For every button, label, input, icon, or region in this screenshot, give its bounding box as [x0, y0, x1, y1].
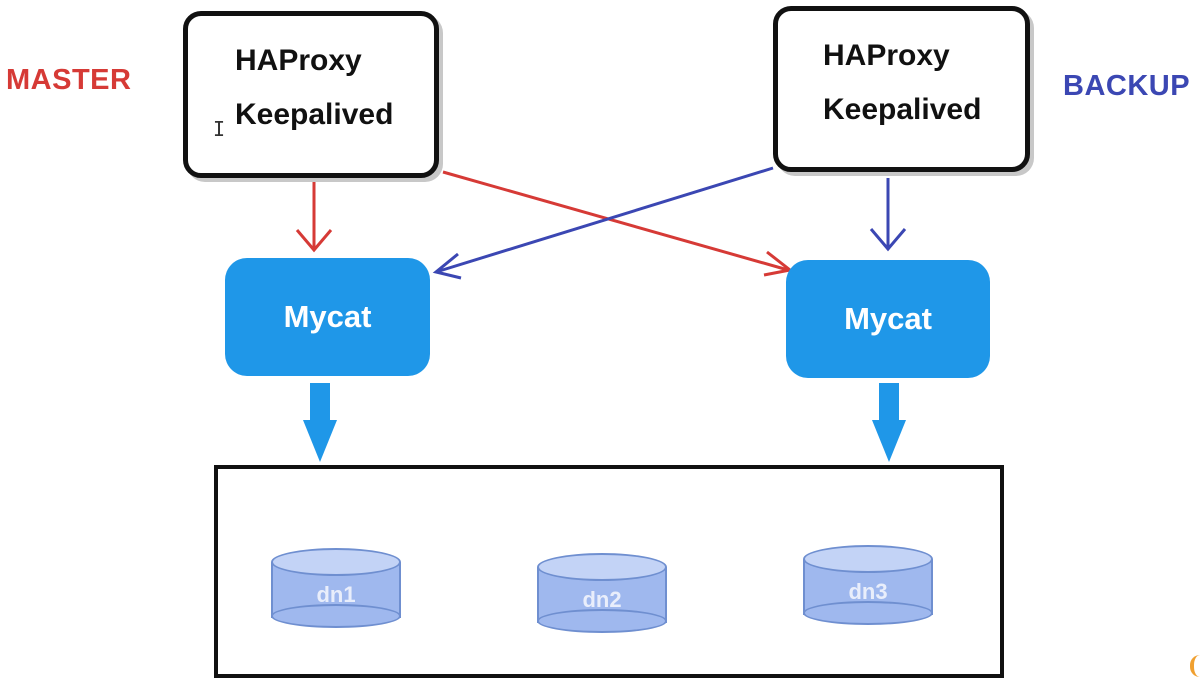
datanode-dn2-label: dn2	[582, 587, 622, 612]
right-mycat-down-arrow	[872, 383, 906, 462]
master-to-left-mycat-arrow	[295, 182, 333, 253]
master-label: MASTER	[6, 64, 132, 96]
master-haproxy-keepalived-node: HAProxy Keepalived	[183, 11, 439, 178]
right-mycat-node: Mycat	[786, 260, 990, 378]
datanode-dn3-cylinder-icon: dn3	[803, 545, 933, 625]
backup-haproxy-label: HAProxy	[823, 39, 950, 72]
partial-edge-glyph	[1190, 655, 1202, 677]
datanode-dn3-label: dn3	[848, 579, 888, 604]
backup-to-left-mycat-arrow	[432, 166, 774, 280]
backup-keepalived-label: Keepalived	[823, 93, 982, 126]
datanode-dn2-cylinder-icon: dn2	[537, 553, 667, 633]
left-mycat-down-arrow	[303, 383, 337, 462]
datanode-dn1-label: dn1	[316, 582, 356, 607]
right-mycat-label: Mycat	[844, 301, 932, 336]
master-keepalived-label: Keepalived	[235, 98, 394, 131]
datanode-dn1-cylinder-icon: dn1	[271, 548, 401, 628]
left-mycat-node: Mycat	[225, 258, 430, 376]
master-to-right-mycat-arrow	[442, 170, 794, 277]
backup-haproxy-keepalived-node: HAProxy Keepalived	[773, 6, 1030, 172]
left-mycat-label: Mycat	[283, 299, 372, 334]
backup-label: BACKUP	[1063, 70, 1191, 102]
text-cursor-icon: I	[213, 117, 226, 141]
backup-to-right-mycat-arrow	[869, 178, 907, 252]
master-haproxy-label: HAProxy	[235, 44, 362, 77]
